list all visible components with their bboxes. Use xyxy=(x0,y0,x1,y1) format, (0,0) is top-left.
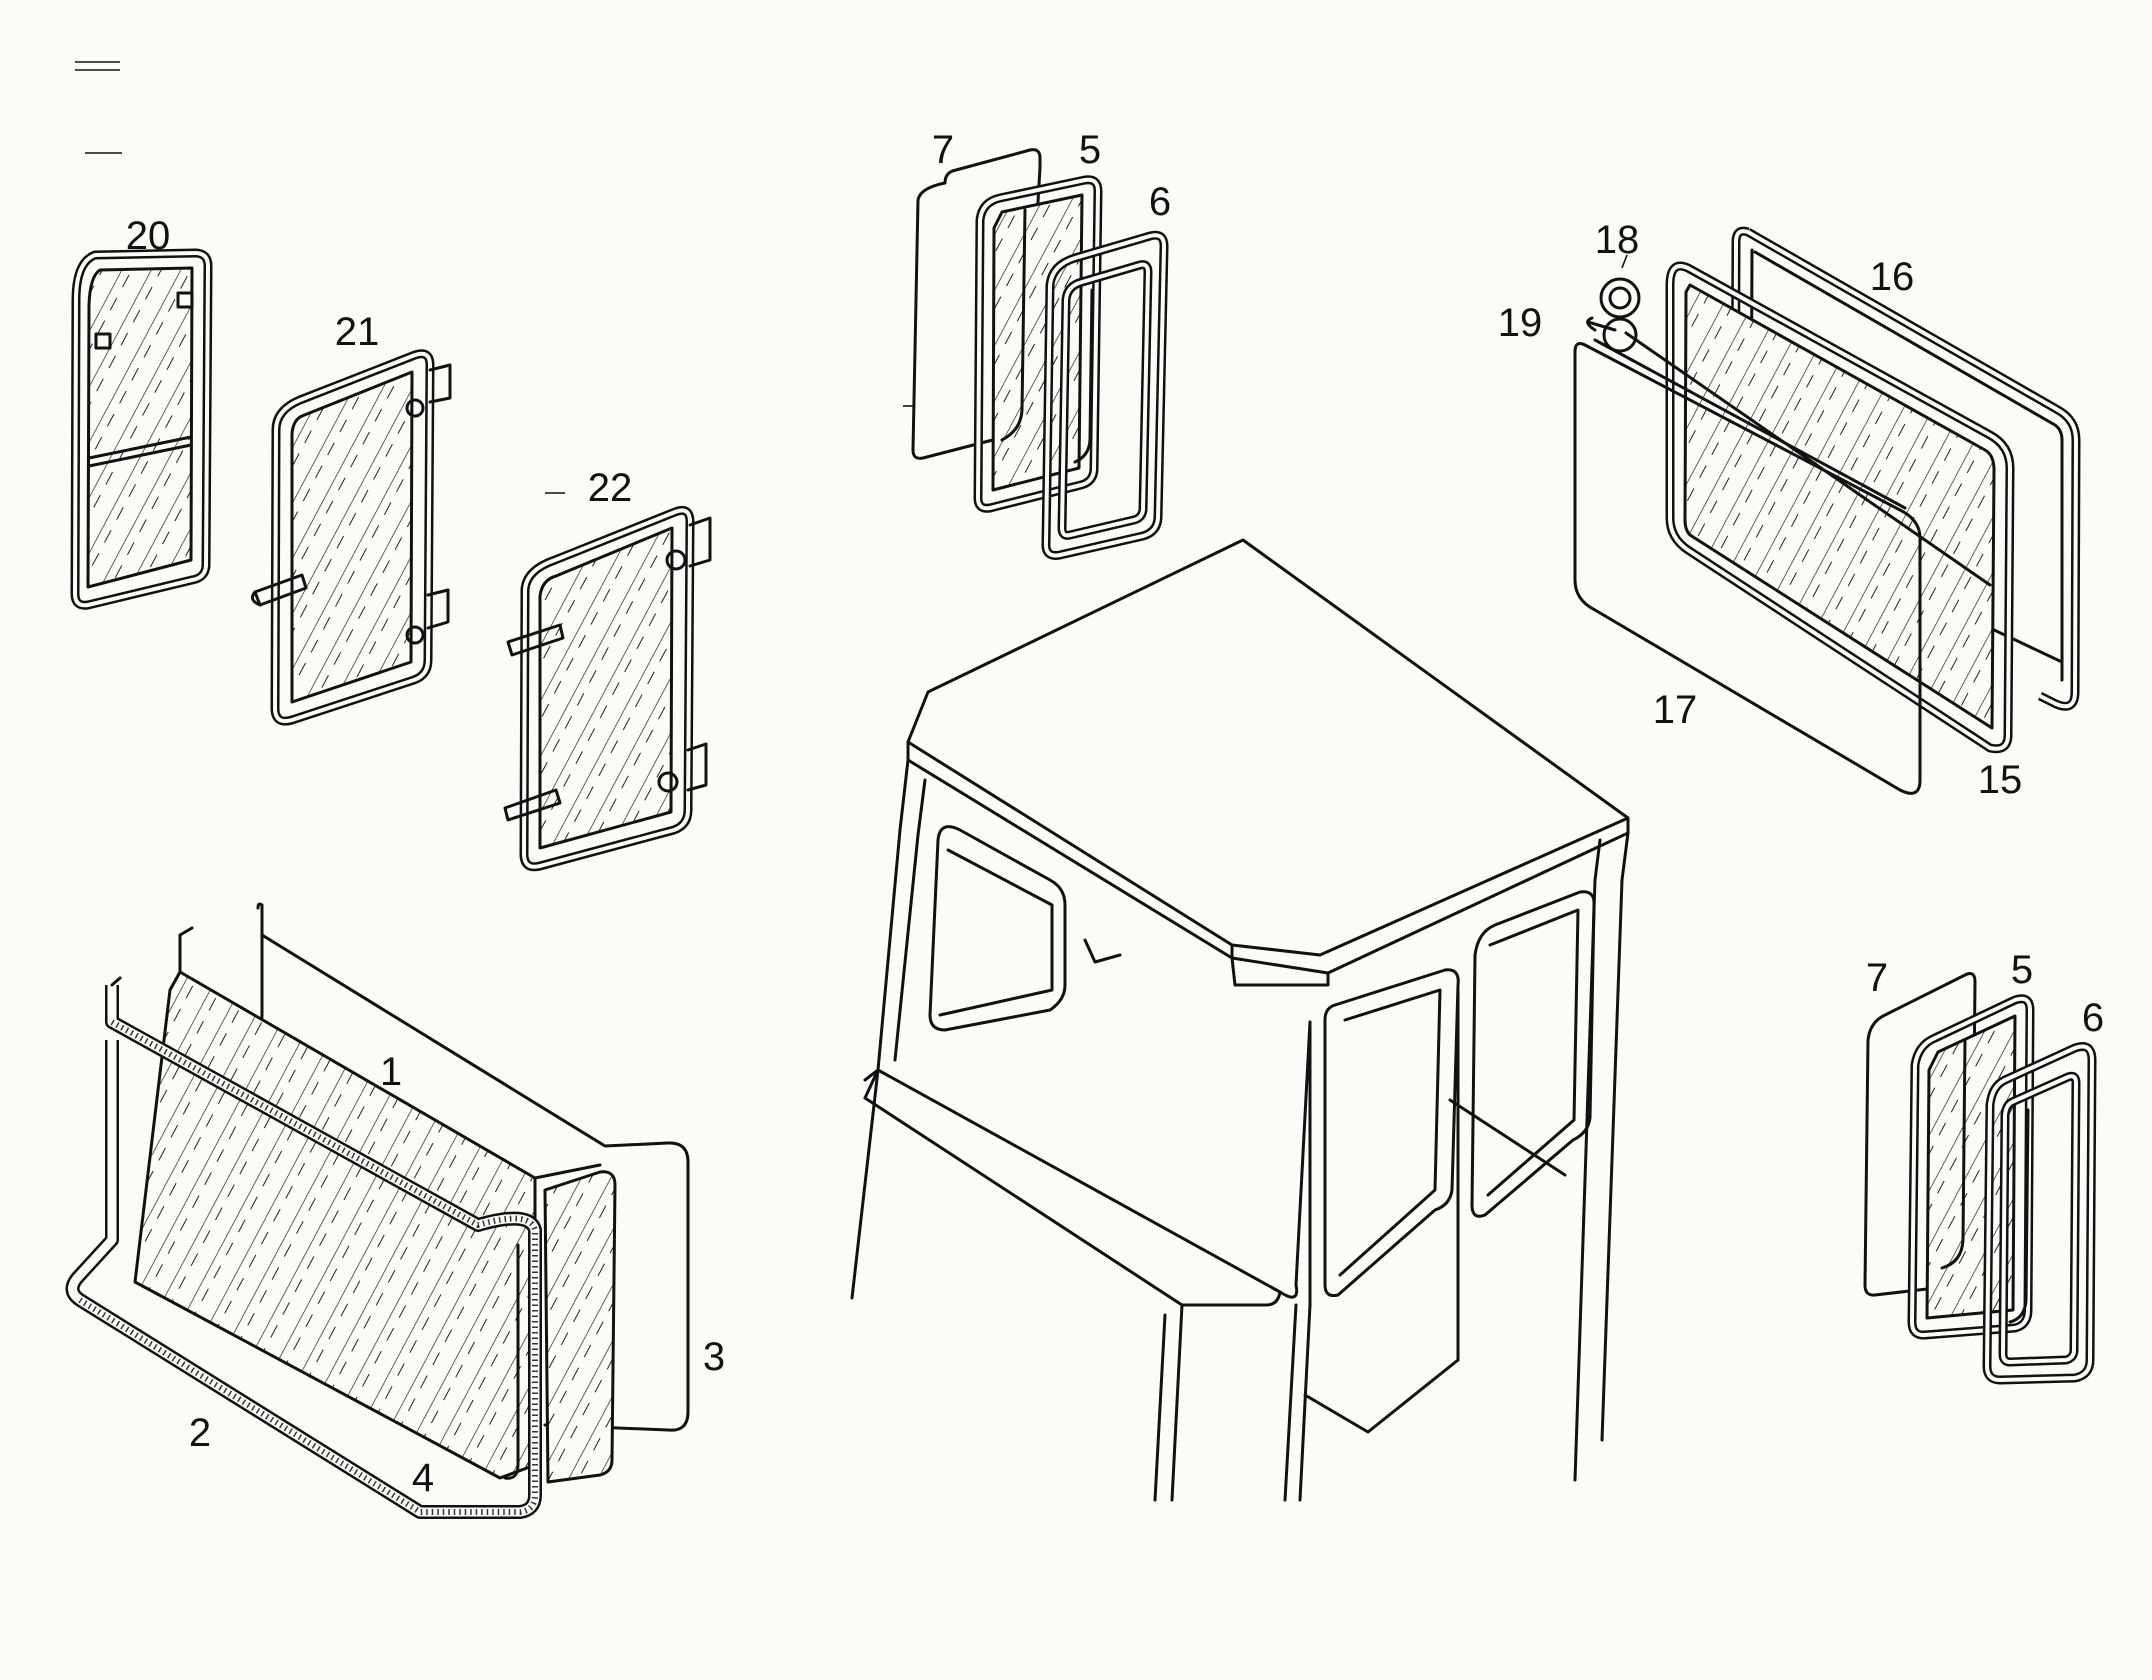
part-7-5-6-upper xyxy=(903,148,1169,560)
part-15-19-rear-window xyxy=(1573,226,2081,795)
callout-16: 16 xyxy=(1869,255,1915,299)
callout-18: 18 xyxy=(1594,218,1640,262)
callout-5-lower: 5 xyxy=(2010,948,2034,992)
callout-3: 3 xyxy=(702,1335,726,1379)
callout-5-upper: 5 xyxy=(1078,128,1102,172)
callout-15: 15 xyxy=(1977,758,2023,802)
part-7-5-6-lower xyxy=(1863,972,2097,1385)
header-marks xyxy=(75,61,122,154)
callout-21: 21 xyxy=(334,310,380,354)
part-22-window xyxy=(503,492,712,872)
part-21-window xyxy=(250,349,452,726)
callout-1: 1 xyxy=(379,1050,403,1094)
callout-6-lower: 6 xyxy=(2081,996,2105,1040)
part-20-window xyxy=(70,248,213,610)
callout-17: 17 xyxy=(1652,688,1698,732)
callout-22: 22 xyxy=(587,466,633,510)
cab-body xyxy=(850,538,1630,1502)
callout-20: 20 xyxy=(125,214,171,258)
callout-4: 4 xyxy=(411,1456,435,1500)
part-1-4-windshield xyxy=(65,902,690,1519)
callout-6-upper: 6 xyxy=(1148,180,1172,224)
callout-19: 19 xyxy=(1497,301,1543,345)
callout-7-upper: 7 xyxy=(931,128,955,172)
callout-2: 2 xyxy=(188,1411,212,1455)
callout-7-lower: 7 xyxy=(1865,956,1889,1000)
